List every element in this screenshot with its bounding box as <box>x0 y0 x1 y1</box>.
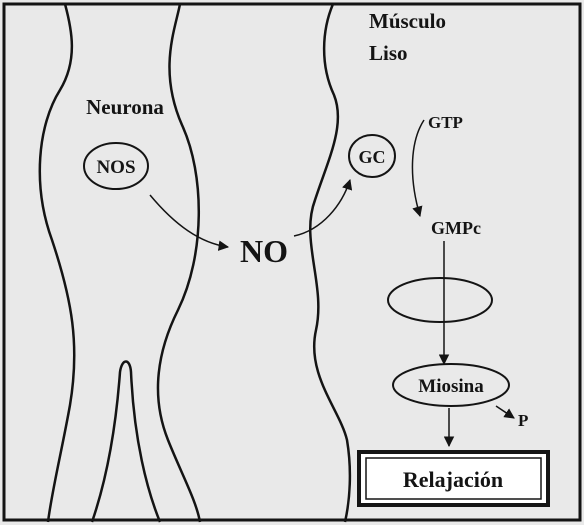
relajacion-label: Relajación <box>403 467 503 492</box>
muscle-label-line2: Liso <box>369 41 408 65</box>
neuron-axon-split <box>92 362 160 523</box>
nos-label: NOS <box>96 157 135 178</box>
p-label: P <box>518 411 528 430</box>
arrow-nos-to-no <box>150 195 228 247</box>
muscle-label-line1: Músculo <box>369 9 446 33</box>
neuron-outline-left <box>40 4 74 522</box>
miosina-label: Miosina <box>418 376 484 397</box>
arrow-gtp-to-gmpc <box>412 120 424 216</box>
no-label: NO <box>240 233 288 269</box>
gc-label: GC <box>359 147 386 167</box>
arrow-miosina-to-p <box>496 406 514 418</box>
gtp-label: GTP <box>428 113 463 132</box>
outer-frame <box>4 4 580 520</box>
muscle-membrane <box>310 4 350 522</box>
gmpc-label: GMPc <box>431 218 481 238</box>
membrane-ring-ellipse <box>388 278 492 322</box>
neuron-label: Neurona <box>86 95 164 119</box>
arrow-no-to-gc <box>294 180 350 236</box>
neuron-outline-right <box>158 4 200 522</box>
